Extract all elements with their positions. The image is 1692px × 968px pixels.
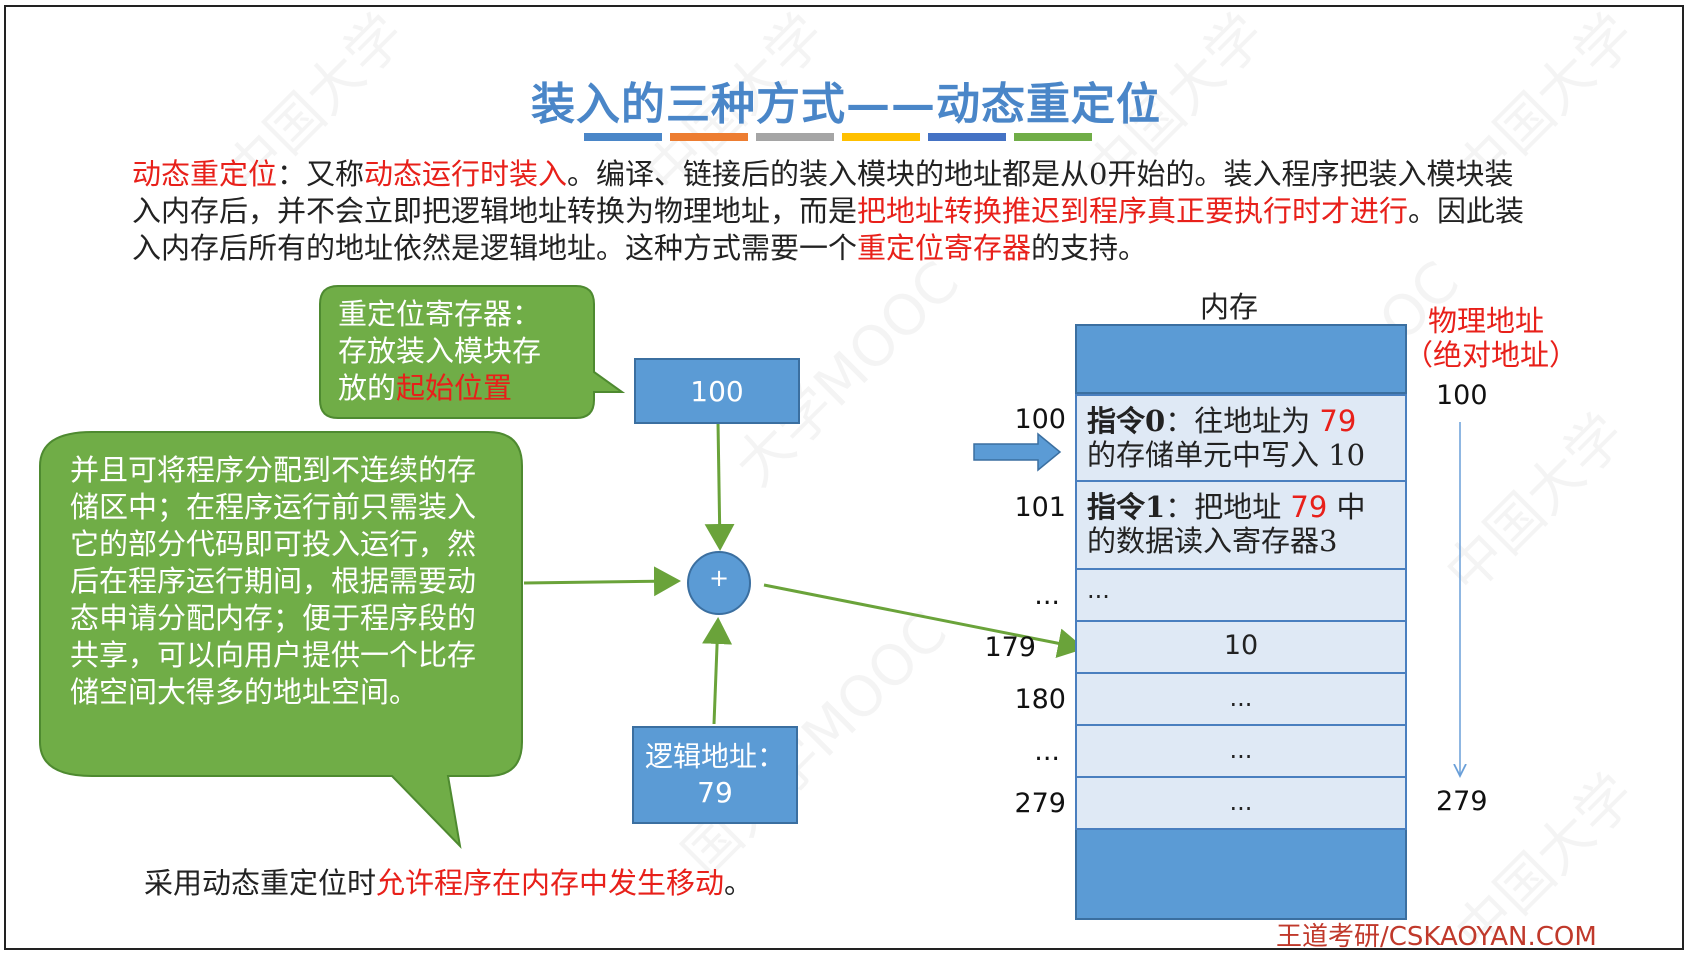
logical-address-label: 逻辑地址： [644, 740, 785, 773]
intro-text: 。因此装入内存后所有的地址依然是逻辑地址。这种方式需要一个 [132, 194, 1525, 265]
memory-cell-4: ... [1075, 674, 1407, 726]
title-underline-segment [670, 133, 748, 141]
memory-cell-value: ... [1087, 576, 1110, 604]
info-bubble-text: 并且可将程序分配到不连续的存储区中；在程序运行前只需装入它的部分代码即可投入运行… [70, 453, 477, 709]
adder-plus: + [708, 564, 730, 592]
memory-cell-5: ... [1075, 726, 1407, 778]
term-dynamic-runtime-load: 动态运行时装入 [364, 157, 568, 191]
arrow-logical-to-adder [702, 617, 733, 725]
memory-address-label: ... [1034, 580, 1060, 611]
memory-address-label: 100 [1014, 404, 1066, 435]
instruction-label: 指令0 [1087, 404, 1166, 438]
memory-cell-1: 指令1：把地址 79 中 的数据读入寄存器3 [1075, 482, 1407, 570]
instruction-text: ：往地址为 [1165, 404, 1320, 438]
physical-address-label: 物理地址 [1428, 304, 1545, 338]
memory-top-block [1075, 324, 1407, 394]
arrow-adder-to-memory [763, 583, 1085, 659]
instruction-address: 79 [1290, 490, 1328, 524]
instruction-address: 79 [1319, 404, 1357, 438]
memory-cell-line: 指令1：把地址 79 中 [1087, 490, 1395, 524]
memory-header: 内存 [1200, 290, 1259, 324]
intro-text: 的支持。 [1031, 231, 1148, 265]
memory-address-label: 279 [1014, 788, 1066, 819]
memory-cell-value: ... [1229, 736, 1253, 764]
register-bubble-text-part: 放的 [338, 371, 397, 405]
physical-address-bottom: 279 [1436, 786, 1488, 817]
arrow-register-to-adder [704, 421, 735, 551]
intro-paragraph: 动态重定位：又称动态运行时装入。编译、链接后的装入模块的地址都是从0开始的。装入… [132, 156, 1532, 267]
instruction-text: ：把地址 [1165, 490, 1291, 524]
instruction-text-line2: 的数据读入寄存器3 [1087, 524, 1338, 558]
bottom-note-text: 。 [724, 866, 754, 900]
register-bubble-text: 重定位寄存器： 存放装入模块存 放的起始位置 [338, 296, 598, 407]
logical-address-value: 79 [697, 776, 733, 809]
intro-text: ：又称 [277, 157, 365, 191]
memory-cell-3: 10 [1075, 622, 1407, 674]
register-bubble-highlight: 起始位置 [396, 371, 513, 405]
memory-address-label: 179 [984, 632, 1036, 663]
memory-cell-6: ... [1075, 778, 1407, 830]
instruction-text: 中 [1327, 490, 1366, 524]
register-bubble-line: 重定位寄存器： [338, 297, 542, 331]
memory-cell-value: 10 [1223, 630, 1259, 661]
physical-address-top: 100 [1436, 380, 1488, 411]
logical-address-box: 逻辑地址： 79 [632, 726, 798, 824]
absolute-address-label: （绝对地址） [1404, 338, 1579, 372]
memory-cell-value: ... [1229, 684, 1253, 712]
memory-bottom-block [1075, 830, 1407, 920]
register-bubble [319, 285, 626, 419]
info-bubble [39, 431, 523, 850]
memory-cell-0: 指令0：往地址为 79 的存储单元中写入 10 [1075, 394, 1407, 482]
slide-title: 装入的三种方式——动态重定位 [531, 79, 1161, 130]
term-relocation-register: 重定位寄存器 [857, 231, 1032, 265]
title-underline-segment [842, 133, 920, 141]
intro-text: 。编译、链接后的装入模块的地址都是从0开始的。装入程序把装入模块装入内存后，并不… [132, 157, 1514, 228]
title-underline-segment [1014, 133, 1092, 141]
arrow-bubble-to-adder [523, 566, 681, 597]
memory-address-label: 101 [1014, 492, 1066, 523]
instruction-text-line2: 的存储单元中写入 10 [1087, 438, 1366, 472]
memory-address-label: ... [1034, 736, 1060, 767]
title-underline-segment [928, 133, 1006, 141]
term-dynamic-relocation: 动态重定位 [132, 157, 278, 191]
title-underline-segment [756, 133, 834, 141]
register-bubble-line: 放的起始位置 [338, 370, 598, 407]
adder-circle [687, 551, 751, 615]
memory-cell-2: ... [1075, 570, 1407, 622]
relocation-register-box: 100 [634, 358, 800, 424]
instruction-label: 指令1 [1087, 490, 1166, 524]
term-deferred-translation: 把地址转换推迟到程序真正要执行时才进行 [857, 194, 1409, 228]
bottom-note-text: 采用动态重定位时 [144, 866, 377, 900]
bottom-note: 采用动态重定位时允许程序在内存中发生移动。 [144, 860, 753, 902]
footer-brand: 王道考研/CSKAOYAN.COM [1276, 922, 1597, 952]
register-bubble-line: 存放装入模块存 [338, 334, 542, 368]
memory-cell-value: ... [1229, 788, 1253, 816]
bottom-note-highlight: 允许程序在内存中发生移动 [376, 866, 725, 900]
slide-frame [4, 5, 1684, 950]
title-underline-segment [584, 133, 662, 141]
pointer-arrow [973, 432, 1062, 472]
memory-cell-line: 指令0：往地址为 79 [1087, 404, 1395, 438]
memory-address-label: 180 [1014, 684, 1066, 715]
